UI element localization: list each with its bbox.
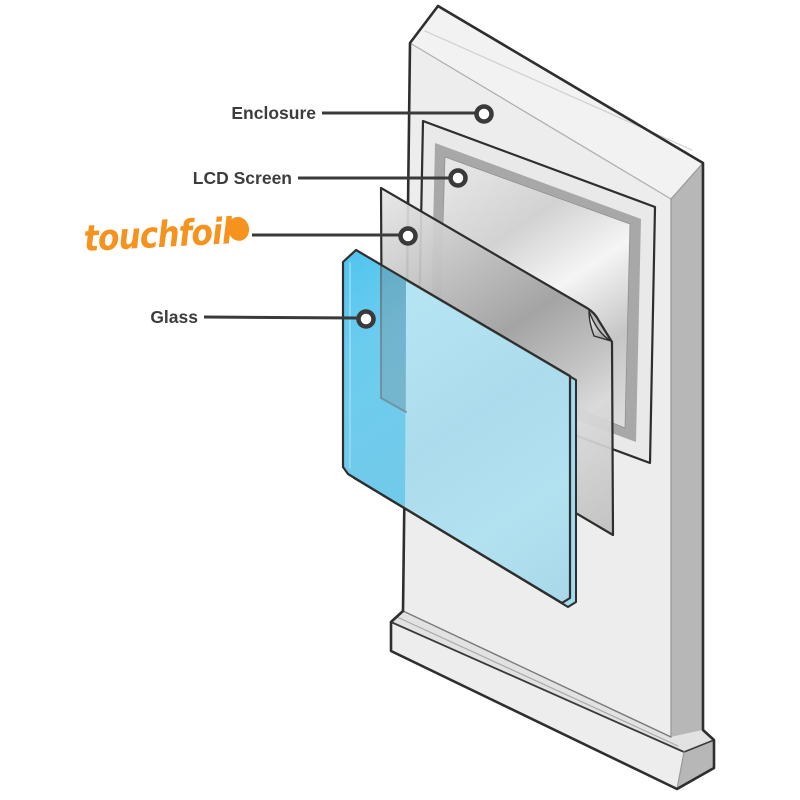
glass-front-face <box>341 248 572 605</box>
callout-enclosure: Enclosure <box>231 103 494 124</box>
enclosure-top-face <box>410 6 703 199</box>
base-lip-line <box>396 616 679 747</box>
callout-glass: Glass <box>150 307 376 329</box>
touchfoil-logo-dot <box>227 216 250 241</box>
touchfoil-logo: touchfoil <box>83 211 250 260</box>
base-right-top-edge <box>683 739 715 753</box>
lcd-callout-marker <box>448 168 468 188</box>
base-right-face <box>677 740 714 789</box>
touchfoil-callout-marker <box>398 226 418 246</box>
page-curl-fold <box>588 310 612 342</box>
lcd-screen-label: LCD Screen <box>193 168 292 188</box>
enclosure-callout-marker <box>474 104 494 124</box>
base-top-outer-edge <box>390 621 685 753</box>
base-front-face <box>391 622 684 789</box>
glass-leader-line <box>203 315 358 320</box>
touchfoil-logo-text: touchfoil <box>83 211 234 260</box>
callout-touchfoil: touchfoil <box>83 211 418 260</box>
enclosure-silhouette <box>389 4 716 791</box>
enclosure-label: Enclosure <box>231 103 316 123</box>
enclosure-front-top-edge <box>409 42 672 200</box>
enclosure-top-side-edge <box>670 162 704 200</box>
glass-callout-marker <box>356 309 376 329</box>
enclosure-side-face <box>671 163 703 737</box>
glass-label: Glass <box>150 307 198 327</box>
base-right-corner-edge <box>676 751 685 790</box>
enclosure-bottom-edge <box>402 610 672 738</box>
callout-lcd-screen: LCD Screen <box>193 168 468 188</box>
